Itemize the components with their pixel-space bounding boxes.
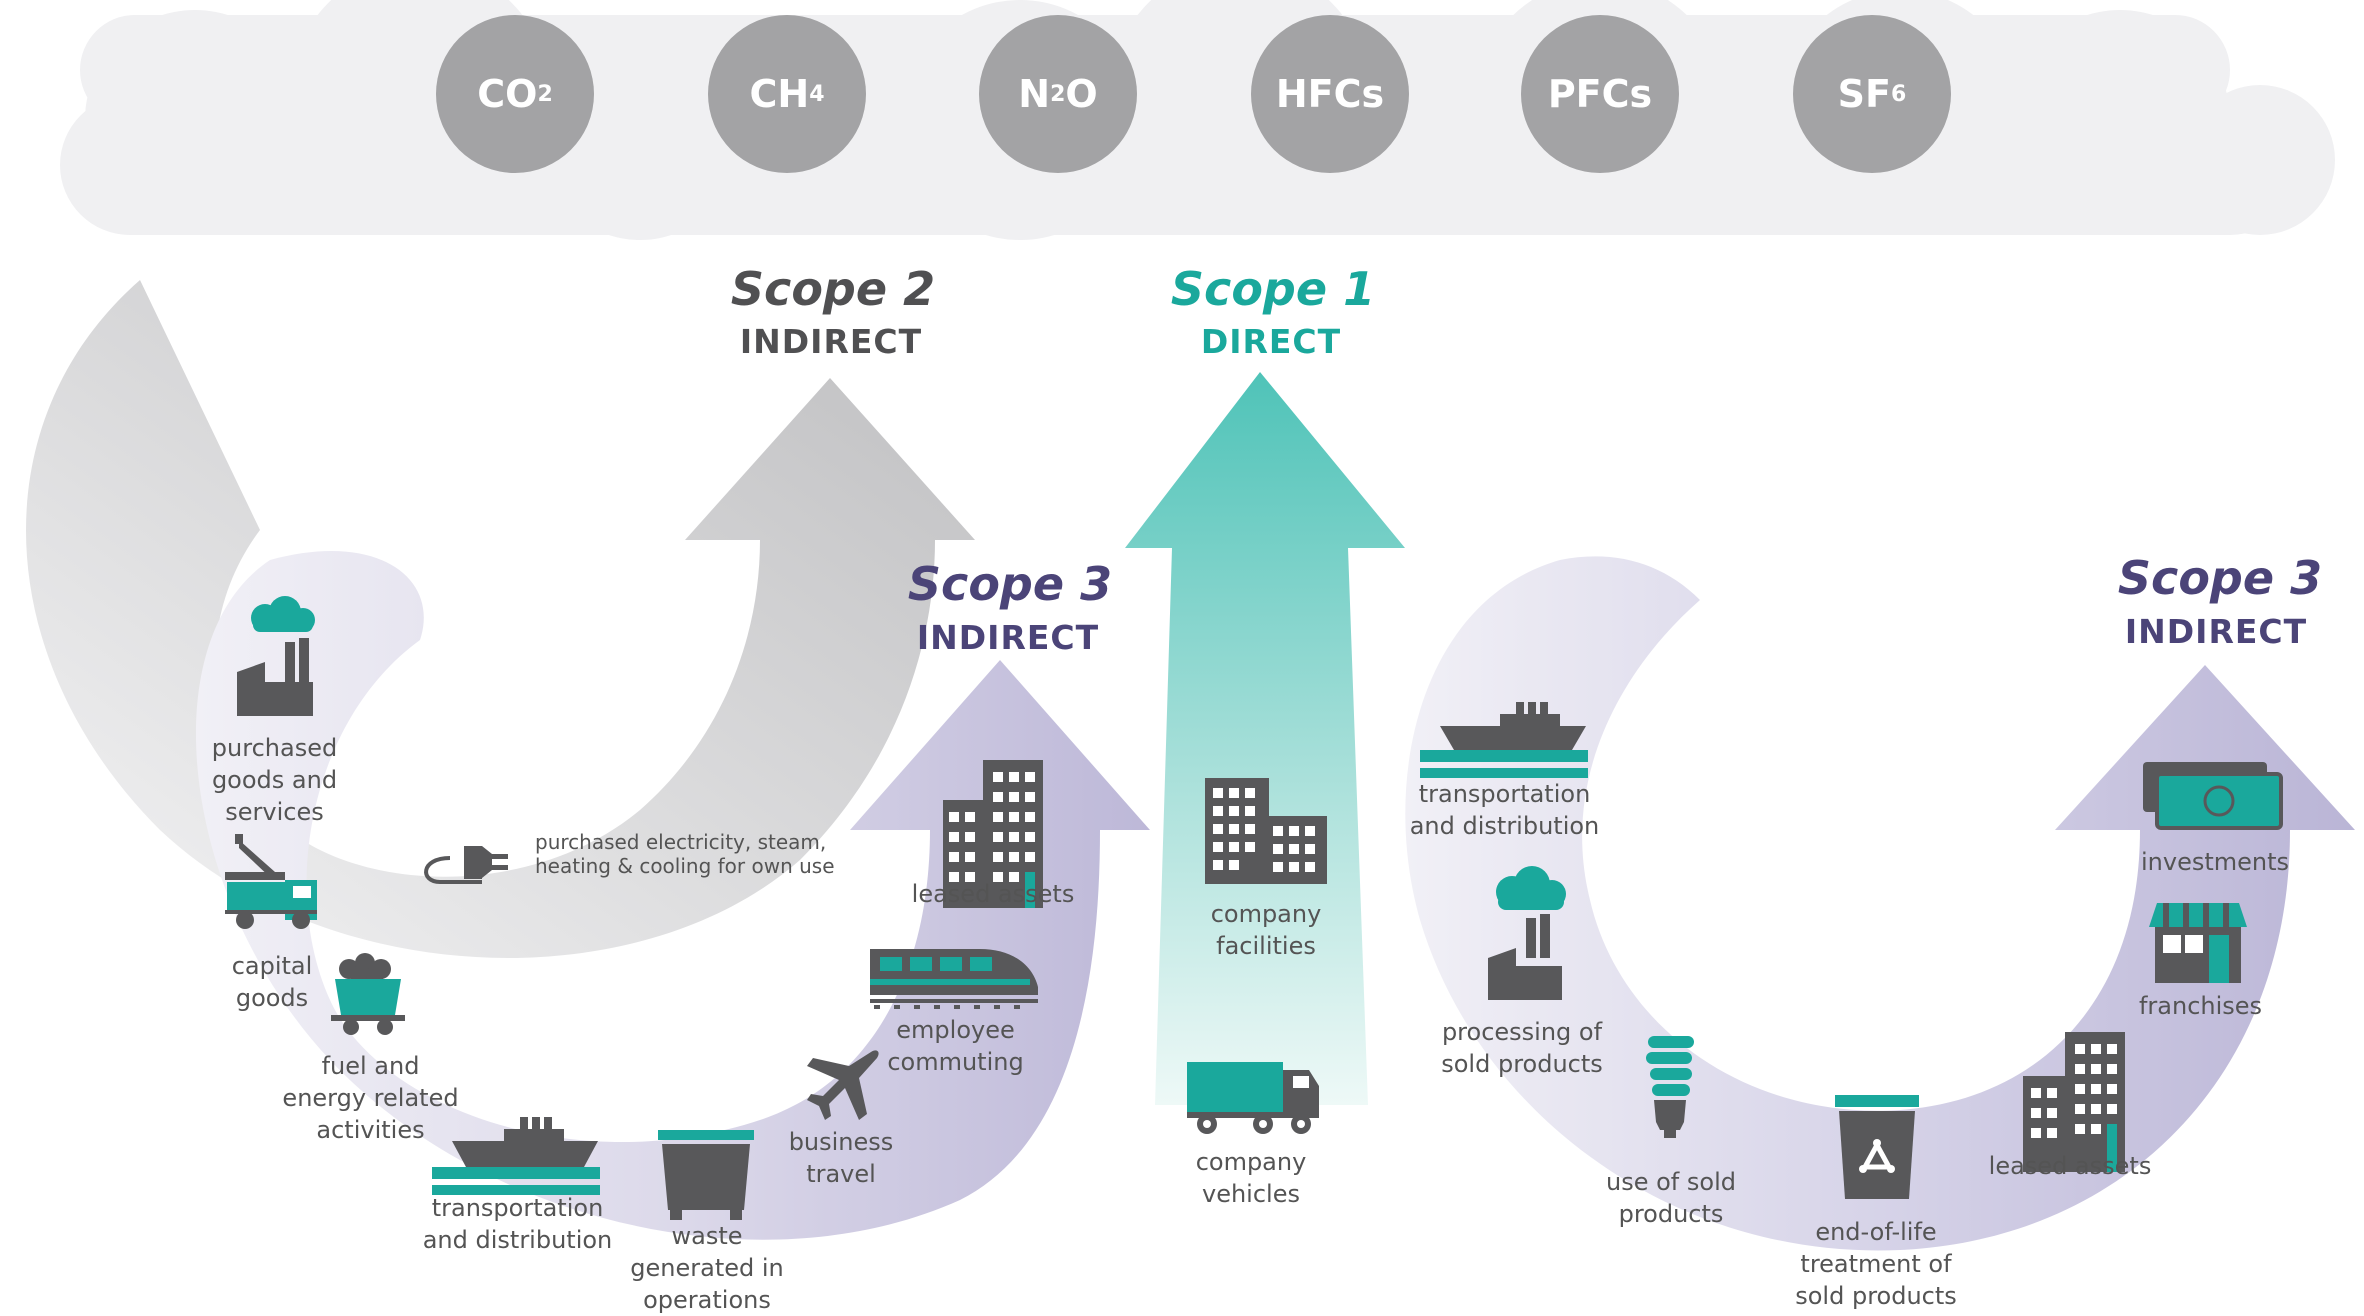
scope2-title: Scope 2 (730, 262, 936, 316)
gas-hfcs: HFCs (1251, 15, 1409, 173)
storefront-icon (2149, 903, 2247, 983)
gas-pfcs: PFCs (1521, 15, 1679, 173)
recycle-bin-icon (1835, 1095, 1919, 1199)
plug-icon (424, 846, 508, 884)
label-company-vehicles: company vehicles (1195, 1148, 1307, 1208)
label-purchased-electricity: purchased electricity, steam, heating & … (535, 830, 835, 878)
scope2-subtitle: INDIRECT (739, 322, 923, 361)
building-icon (2023, 1032, 2125, 1172)
label-use-of-sold-products: use of sold products (1606, 1168, 1736, 1228)
scope3-downstream-title: Scope 3 (2117, 551, 2323, 605)
factory-cloud-icon (1488, 866, 1566, 1000)
label-capital-goods: capital goods (231, 952, 313, 1012)
gas-label: N (1018, 72, 1051, 116)
crane-truck-icon (225, 834, 317, 929)
lightbulb-icon (1646, 1036, 1694, 1138)
scope2-arrow (25, 280, 975, 958)
ship-icon (432, 1117, 600, 1195)
money-icon (2143, 762, 2283, 830)
label-upstream-leased-assets: leased assets (911, 880, 1075, 908)
train-icon (870, 949, 1038, 1009)
label-downstream-leased-assets: leased assets (1988, 1152, 2152, 1180)
cloud-band (60, 0, 2335, 240)
label-processing: processing of sold products (1441, 1018, 1603, 1078)
gas-label: PFCs (1547, 72, 1653, 116)
ship-icon (1420, 702, 1588, 778)
scope3-upstream-arrow (195, 551, 1151, 1240)
gas-label: CH (749, 72, 810, 116)
scope3-upstream-title: Scope 3 (907, 557, 1113, 611)
label-downstream-transport: transportation and distribution (1409, 780, 1600, 840)
scope3-upstream-subtitle: INDIRECT (916, 618, 1100, 657)
label-fuel-energy: fuel and energy related activities (282, 1052, 459, 1144)
scope1-subtitle: DIRECT (1200, 322, 1342, 361)
label-company-facilities: company facilities (1210, 900, 1322, 960)
label-business-travel: business travel (788, 1128, 894, 1188)
dumpster-icon (658, 1130, 754, 1220)
gas-label: HFCs (1275, 72, 1385, 116)
label-franchises: franchises (2138, 992, 2263, 1020)
gas-label: CO (477, 72, 538, 116)
gas-subscript: 2 (537, 81, 553, 107)
scope3-downstream-subtitle: INDIRECT (2124, 612, 2308, 651)
label-end-of-life: end-of-life treatment of sold products (1795, 1218, 1957, 1310)
gas-subscript: 6 (1891, 81, 1907, 107)
scope1-title: Scope 1 (1170, 262, 1376, 316)
building-icon (943, 760, 1043, 908)
label-employee-commuting: employee commuting (887, 1016, 1024, 1076)
label-investments: investments (2140, 848, 2290, 876)
label-waste: waste generated in operations (630, 1222, 784, 1314)
gas-label: SF (1837, 72, 1891, 116)
factory-cloud-icon (237, 596, 315, 716)
gas-subscript: 4 (809, 81, 825, 107)
truck-icon (1187, 1062, 1319, 1134)
scope1-arrow (1125, 372, 1405, 1105)
gas-subscript: 2 (1050, 81, 1066, 107)
building-icon (1205, 778, 1327, 884)
gas-label-tail: O (1065, 72, 1098, 116)
label-purchased-goods: purchased goods and services (211, 734, 338, 826)
coal-cart-icon (331, 953, 405, 1035)
airplane-icon (807, 1050, 879, 1120)
label-upstream-transport: transportation and distribution (422, 1194, 613, 1254)
